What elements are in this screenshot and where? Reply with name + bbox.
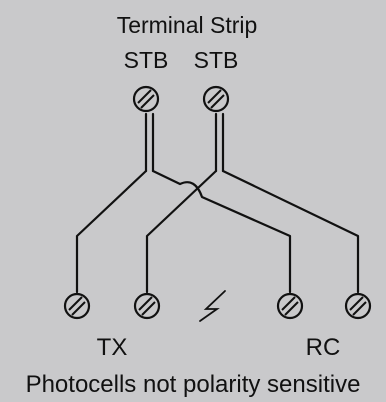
wires bbox=[75, 112, 360, 294]
screw-terminal-icon bbox=[132, 85, 160, 113]
lightning-bolt-icon bbox=[199, 290, 226, 322]
wire-left-to-tx-outer bbox=[75, 169, 148, 294]
wire-left-to-rc-inner bbox=[151, 169, 292, 294]
terminal-label-right: STB bbox=[194, 47, 239, 73]
screw-terminal-icon bbox=[202, 85, 230, 113]
receiver-label: RC bbox=[306, 334, 341, 361]
terminal-label-left: STB bbox=[124, 47, 169, 73]
screw-terminal-icon bbox=[63, 292, 91, 320]
polarity-note: Photocells not polarity sensitive bbox=[26, 371, 361, 398]
transmitter-label: TX bbox=[97, 334, 128, 361]
wire-right-to-tx-inner bbox=[145, 169, 218, 294]
screw-terminal-icon bbox=[133, 292, 161, 320]
terminal-strip-title: Terminal Strip bbox=[117, 12, 258, 38]
wire-right-to-rc-outer bbox=[221, 169, 360, 294]
screw-terminal-icon bbox=[344, 292, 372, 320]
screw-terminal-icon bbox=[276, 292, 304, 320]
